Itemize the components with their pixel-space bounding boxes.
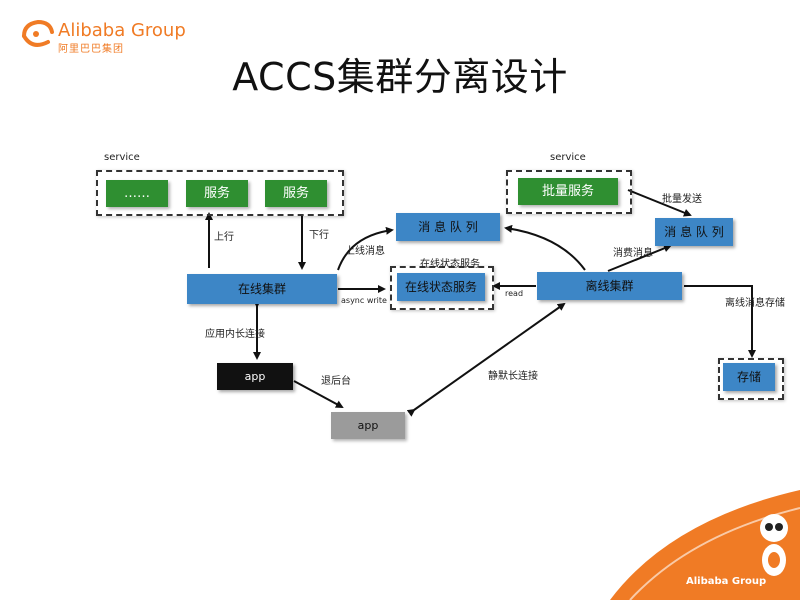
label-static-long-conn: 静默长连接 [488,371,538,382]
arrow-consume-right [607,244,672,272]
label-down: 下行 [309,230,329,241]
msg-queue-center: 消 息 队 列 [396,213,500,241]
arrow-upstream-msg [337,226,394,271]
arrow-offline-store [684,285,756,358]
alibaba-smile-icon [22,19,54,47]
service-box-2: 服务 [265,180,327,207]
label-up: 上行 [214,232,234,243]
online-state-service-box: 在线状态服务 [397,273,485,301]
label-offline-store: 离线消息存储 [725,298,785,309]
app-gray-box: app [331,412,405,439]
arrow-static-long-conn [406,302,566,417]
label-consume-msg: 消费消息 [613,248,653,259]
online-cluster-box: 在线集群 [187,274,337,304]
logo-brand-text: Alibaba Group [58,20,186,41]
label-async-write: async write [341,296,387,305]
label-app-long-conn: 应用内长连接 [205,329,265,340]
right-service-group [506,170,632,214]
footer-brand-text: Alibaba Group [686,576,767,587]
label-online-state-service: 在线状态服务 [420,259,480,270]
arrow-background [293,380,344,408]
right-service-label: service [550,152,586,163]
label-background: 退后台 [321,376,351,387]
offline-cluster-box: 离线集群 [537,272,682,300]
label-upstream-msg: 上线消息 [345,246,385,257]
arrow-batch-send [627,189,692,217]
storage-group [718,358,784,400]
arrow-consume-center [504,224,586,271]
alibaba-logo [18,14,208,54]
storage-box: 存储 [723,363,775,391]
msg-queue-right: 消 息 队 列 [655,218,733,246]
logo-brand-cn: 阿里巴巴集团 [58,44,124,55]
left-service-group [96,170,344,216]
service-box-ellipsis: …… [106,180,168,207]
label-batch-send: 批量发送 [662,194,702,205]
online-state-group [390,266,494,310]
footer-orange-corner [610,490,800,600]
label-read: read [505,289,524,298]
service-box-1: 服务 [186,180,248,207]
page-title: ACCS集群分离设计 [232,55,568,99]
app-black-box: app [217,363,293,390]
left-service-label: service [104,152,140,163]
batch-service-box: 批量服务 [518,178,618,205]
